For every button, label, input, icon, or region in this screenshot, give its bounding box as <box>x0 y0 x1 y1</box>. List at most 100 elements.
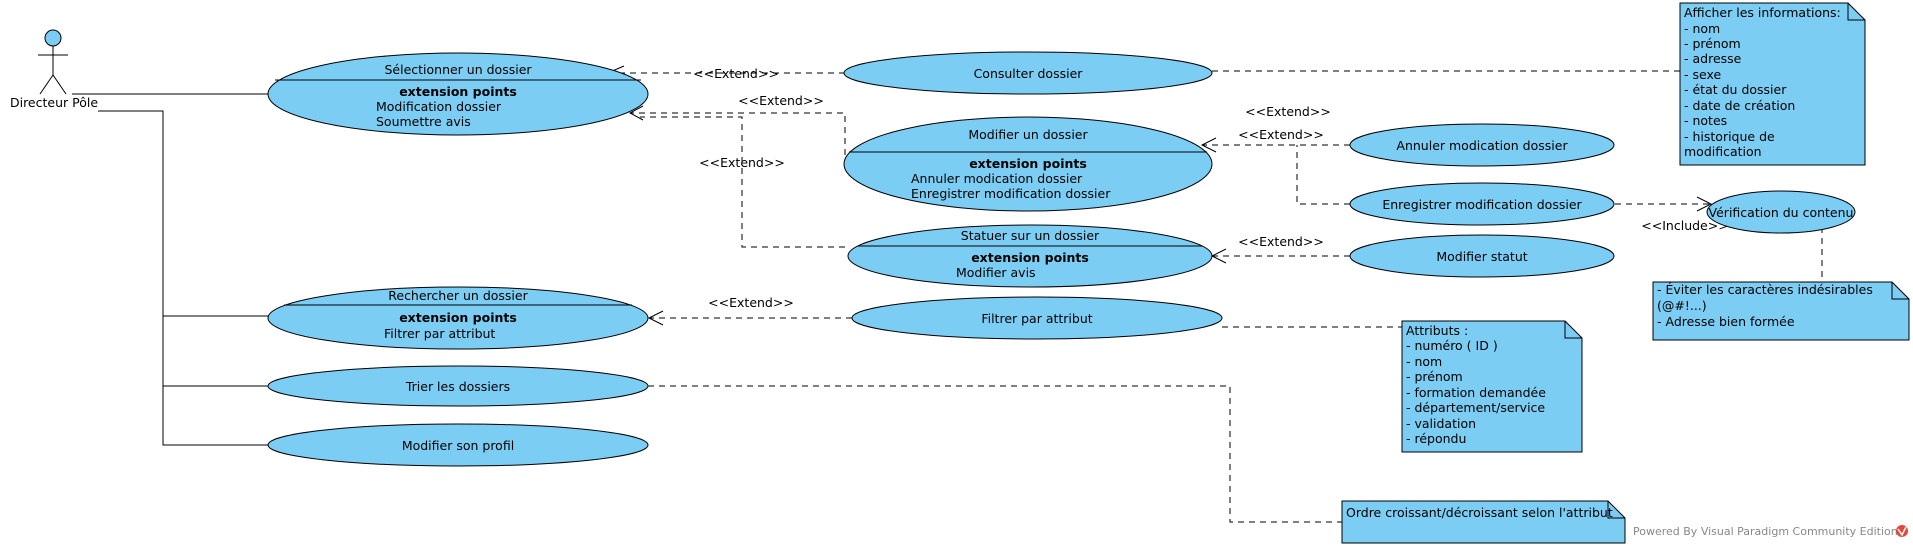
extension-point: Modification dossier <box>376 99 502 114</box>
note-line: (@#!...) <box>1657 298 1707 313</box>
actor-right-leg <box>52 74 67 95</box>
note-shape <box>1401 320 1583 453</box>
use-case-shape <box>267 365 649 407</box>
use-case-shape <box>1349 123 1615 167</box>
actor-associations <box>72 93 268 446</box>
note-shape <box>1652 281 1910 341</box>
use-case-modifier-dossier[interactable]: Modifier un dossier extension points Ann… <box>843 116 1213 212</box>
note-line: - département/service <box>1406 400 1545 415</box>
label-extend-statuer: <<Extend>> <box>699 155 785 170</box>
actor-label: Directeur Pôle <box>10 95 98 110</box>
use-case-modifier-statut[interactable]: Modifier statut <box>1349 234 1615 278</box>
use-case-shape <box>843 116 1213 212</box>
actor-left-leg <box>39 74 54 95</box>
use-case-title: Filtrer par attribut <box>981 311 1092 326</box>
extension-points-header: extension points <box>399 310 517 325</box>
extend-statuer-line <box>640 116 845 248</box>
use-case-shape <box>851 296 1223 340</box>
use-case-title: Vérification du contenu <box>1709 205 1854 220</box>
use-case-title: Enregistrer modification dossier <box>1382 197 1582 212</box>
use-case-shape <box>267 286 649 350</box>
note-shape <box>1341 500 1626 544</box>
extension-points-header: extension points <box>399 84 517 99</box>
watermark: Powered By Visual Paradigm Community Edi… <box>1633 525 1908 538</box>
note-line: - nom <box>1406 354 1442 369</box>
use-case-enregistrer-modification[interactable]: Enregistrer modification dossier <box>1349 182 1615 226</box>
use-case-title: Modifier statut <box>1436 249 1527 264</box>
extension-points-header: extension points <box>971 250 1089 265</box>
note-fold <box>1847 3 1865 21</box>
extend-filtrer-arrow <box>647 310 664 326</box>
note-anchor-ordre <box>648 385 1342 523</box>
actor-head <box>44 29 62 47</box>
visual-paradigm-logo-icon <box>1896 525 1908 537</box>
stereotype-labels: <<Extend>> <<Extend>> <<Extend>> <<Exten… <box>693 66 1729 310</box>
use-case-trier-dossiers[interactable]: Trier les dossiers <box>267 365 649 407</box>
label-include: <<Include>> <box>1641 218 1728 233</box>
note-line: - adresse <box>1684 51 1742 66</box>
note-shape <box>1679 2 1866 166</box>
note-line: - répondu <box>1406 431 1466 446</box>
use-case-shape <box>267 52 649 136</box>
note-fold <box>1564 321 1582 339</box>
label-extend-consulter: <<Extend>> <box>693 66 779 81</box>
label-extend-modifier: <<Extend>> <box>738 93 824 108</box>
extension-point: Annuler modication dossier <box>911 171 1083 186</box>
note-line: - formation demandée <box>1406 385 1546 400</box>
use-case-shape <box>843 51 1213 95</box>
use-case-annuler-modification[interactable]: Annuler modication dossier <box>1349 123 1615 167</box>
note-afficher-informations[interactable]: Afficher les informations: - nom - préno… <box>1679 2 1866 166</box>
use-case-modifier-profil[interactable]: Modifier son profil <box>267 423 649 467</box>
use-case-rechercher-dossier[interactable]: Rechercher un dossier extension points F… <box>267 286 649 350</box>
extend-modifier-arrow <box>628 105 644 121</box>
note-line: - prénom <box>1684 36 1741 51</box>
note-line: Ordre croissant/décroissant selon l'attr… <box>1346 505 1613 520</box>
use-case-title: Annuler modication dossier <box>1396 138 1568 153</box>
label-extend-filtrer: <<Extend>> <box>708 295 794 310</box>
extension-points-header: extension points <box>969 156 1087 171</box>
extend-modifier-line <box>630 112 846 155</box>
note-line: - validation <box>1406 416 1476 431</box>
watermark-text: Powered By Visual Paradigm Community Edi… <box>1633 525 1898 538</box>
label-extend-annuler-2: <<Extend>> <box>1238 127 1324 142</box>
use-case-statuer-dossier[interactable]: Statuer sur un dossier extension points … <box>847 224 1213 288</box>
note-attributs[interactable]: Attributs : - numéro ( ID ) - nom - prén… <box>1401 320 1583 453</box>
extend-annuler-arrow <box>1200 137 1217 153</box>
note-fold <box>1891 282 1909 300</box>
note-line: - prénom <box>1406 369 1463 384</box>
use-case-consulter-dossier[interactable]: Consulter dossier <box>843 51 1213 95</box>
note-line: - nom <box>1684 21 1720 36</box>
note-line: - sexe <box>1684 67 1721 82</box>
note-line: - Éviter les caractères indésirables <box>1657 282 1873 297</box>
note-line: - date de création <box>1684 98 1795 113</box>
use-case-title: Consulter dossier <box>974 66 1084 81</box>
note-line: - numéro ( ID ) <box>1406 338 1498 353</box>
note-ordre[interactable]: Ordre croissant/décroissant selon l'attr… <box>1341 500 1626 544</box>
note-line: Attributs : <box>1406 323 1468 338</box>
note-line: Afficher les informations: <box>1684 5 1841 20</box>
use-case-shape <box>1706 190 1856 234</box>
extension-point: Filtrer par attribut <box>384 326 495 341</box>
extension-point: Enregistrer modification dossier <box>911 186 1111 201</box>
use-case-title: Sélectionner un dossier <box>384 62 532 77</box>
note-line: - Adresse bien formée <box>1657 314 1795 329</box>
note-line: - état du dossier <box>1684 82 1787 97</box>
use-case-shape <box>1349 234 1615 278</box>
include-arrow <box>1696 196 1713 212</box>
use-case-title: Trier les dossiers <box>405 379 510 394</box>
note-line: modification <box>1684 144 1762 159</box>
extend-enregistrer-line <box>1296 145 1350 205</box>
assoc-trunk-profil <box>98 110 268 446</box>
use-case-shape <box>267 423 649 467</box>
extension-point: Modifier avis <box>956 265 1036 280</box>
relationships <box>608 65 1823 523</box>
note-eviter-caracteres[interactable]: - Éviter les caractères indésirables (@#… <box>1652 281 1910 341</box>
use-case-verification-contenu[interactable]: Vérification du contenu <box>1706 190 1856 234</box>
use-case-filtrer-attribut[interactable]: Filtrer par attribut <box>851 296 1223 340</box>
use-case-title: Rechercher un dossier <box>388 288 528 303</box>
use-case-title: Statuer sur un dossier <box>961 228 1100 243</box>
note-line: - historique de <box>1684 129 1775 144</box>
note-line: - notes <box>1684 113 1727 128</box>
use-case-selectionner-dossier[interactable]: Sélectionner un dossier extension points… <box>267 52 649 136</box>
actor-directeur-pole[interactable]: Directeur Pôle <box>10 29 98 110</box>
